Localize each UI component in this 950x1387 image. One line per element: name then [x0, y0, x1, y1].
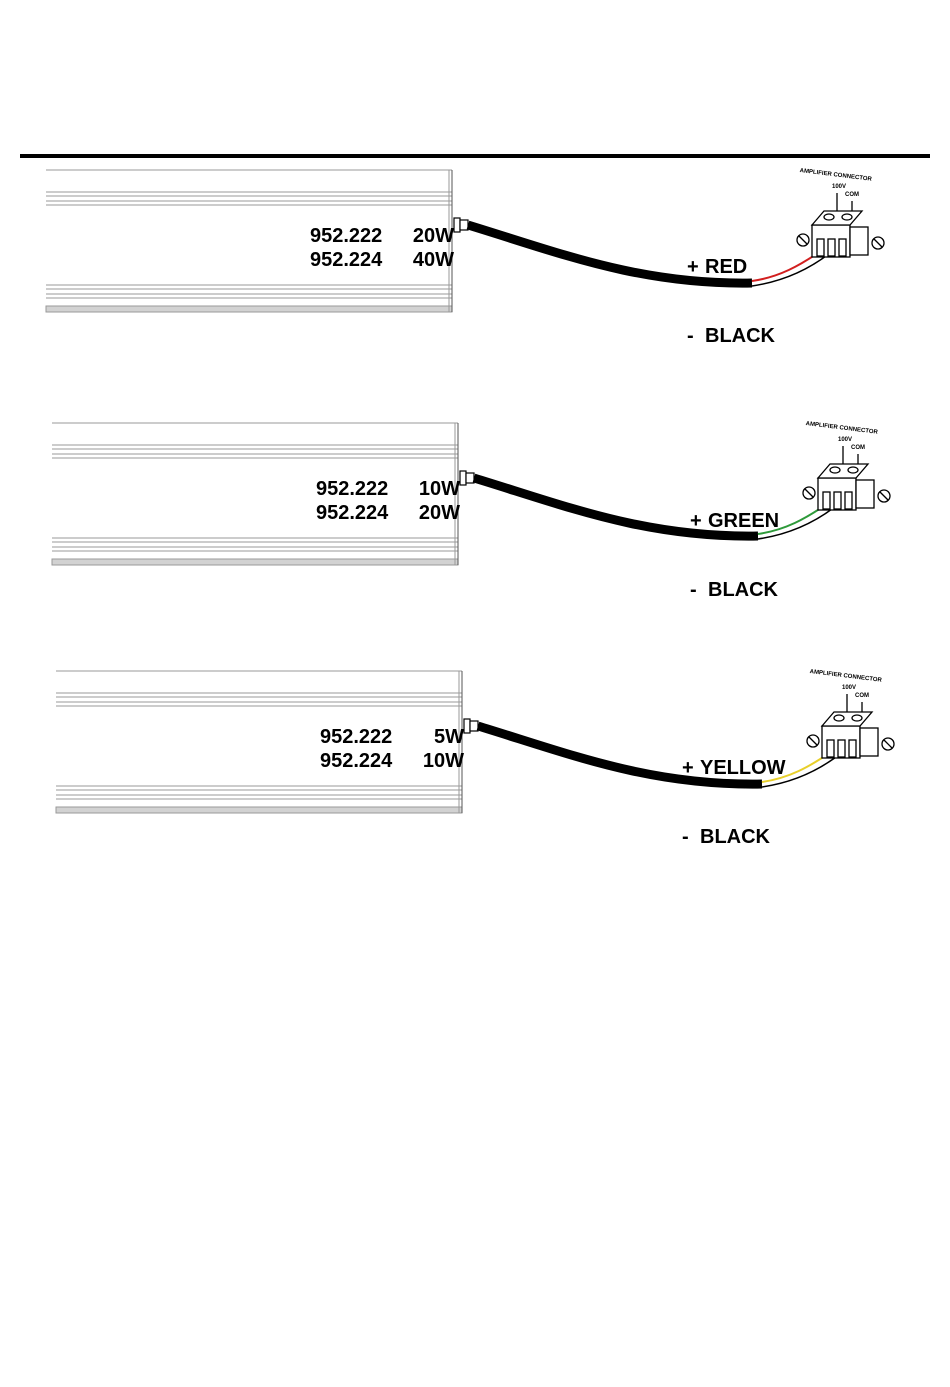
negative-line: -BLACK	[687, 325, 775, 348]
pin-label-com: COM	[845, 192, 859, 198]
wattage: 20W	[400, 224, 454, 248]
wire-polarity-labels: +GREEN -BLACK	[690, 464, 779, 648]
negative-wire-label: BLACK	[705, 325, 775, 348]
positive-wire-label: RED	[705, 256, 747, 279]
model-code: 952.224	[316, 501, 406, 525]
wattage: 5W	[410, 725, 464, 749]
amplifier-connector	[797, 193, 884, 257]
positive-line: +YELLOW	[682, 757, 786, 780]
panel-1-drawing	[0, 165, 950, 365]
pin-label-100v: 100V	[842, 685, 856, 691]
pin-label-com: COM	[851, 445, 865, 451]
model-code: 952.222	[320, 725, 410, 749]
wattage: 20W	[406, 501, 460, 525]
amplifier-connector	[803, 446, 890, 510]
cable-gland	[454, 218, 468, 232]
panel-2-drawing	[6, 418, 950, 618]
negative-line: -BLACK	[682, 826, 786, 849]
model-code: 952.222	[316, 477, 406, 501]
negative-wire-label: BLACK	[700, 826, 770, 849]
wire-polarity-labels: +YELLOW -BLACK	[682, 711, 786, 895]
minus-sign: -	[687, 325, 705, 348]
plus-sign: +	[682, 757, 700, 780]
panel-3-drawing	[10, 666, 950, 866]
positive-line: +GREEN	[690, 510, 779, 533]
wattage: 40W	[400, 248, 454, 272]
cable-gland	[464, 719, 478, 733]
negative-wire-label: BLACK	[708, 579, 778, 602]
plus-sign: +	[687, 256, 705, 279]
pin-label-100v: 100V	[832, 184, 846, 190]
model-code: 952.222	[310, 224, 400, 248]
positive-line: +RED	[687, 256, 775, 279]
minus-sign: -	[690, 579, 708, 602]
wattage: 10W	[406, 477, 460, 501]
pin-label-com: COM	[855, 693, 869, 699]
cable-gland	[460, 471, 474, 485]
plus-sign: +	[690, 510, 708, 533]
positive-wire-label: GREEN	[708, 510, 779, 533]
model-code: 952.224	[310, 248, 400, 272]
wire-polarity-labels: +RED -BLACK	[687, 210, 775, 394]
top-rule	[20, 154, 930, 158]
amplifier-connector	[807, 694, 894, 758]
pin-label-100v: 100V	[838, 437, 852, 443]
minus-sign: -	[682, 826, 700, 849]
model-code: 952.224	[320, 749, 410, 773]
positive-wire-label: YELLOW	[700, 757, 786, 780]
wattage: 10W	[410, 749, 464, 773]
negative-line: -BLACK	[690, 579, 779, 602]
